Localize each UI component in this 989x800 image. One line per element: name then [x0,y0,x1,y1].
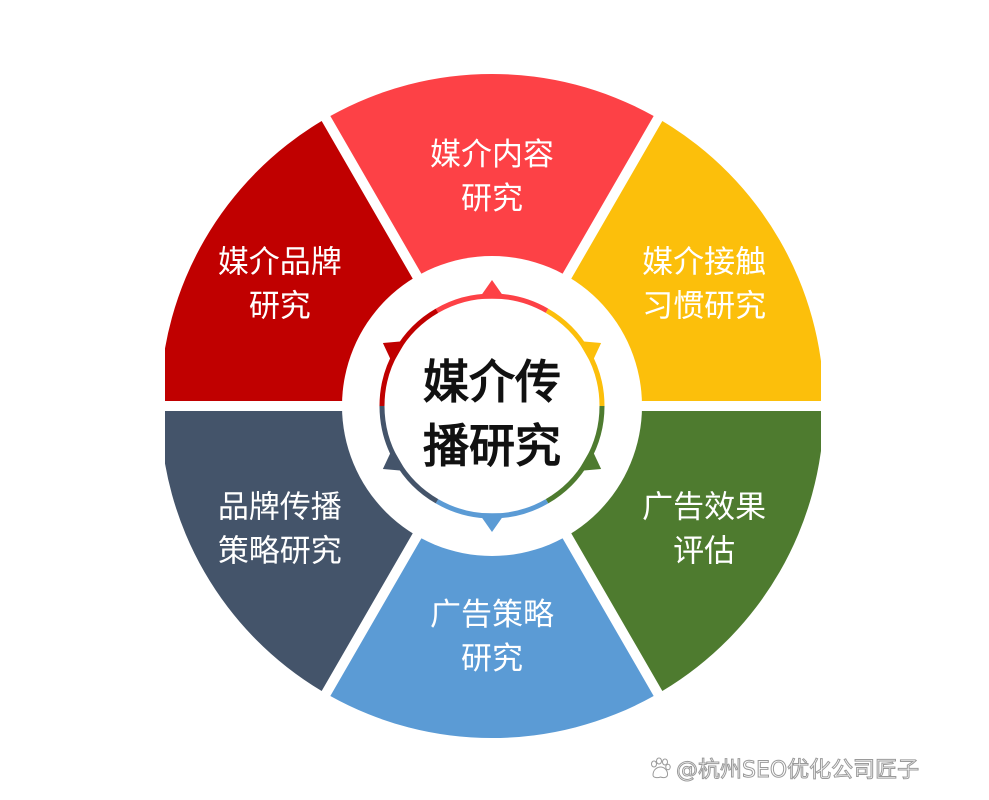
segment-lower-right [561,411,821,692]
segment-label-lower-left-line-1: 品牌传播 [218,490,342,526]
baidu-paw-icon [651,757,671,779]
segment-top [330,73,654,291]
arrow-icon-upper-left [382,341,406,364]
center-title-line-1: 媒介传 [423,355,561,409]
center-title-line-2: 播研究 [423,419,561,473]
segment-label-upper-right-line-1: 媒介接触 [642,245,766,281]
segment-bottom [330,521,654,739]
center-disk [342,256,642,556]
segment-label-bottom-line-1: 广告策略 [430,597,554,633]
arrow-icon-lower-right [578,448,602,471]
segment-lower-left [165,411,423,692]
arrow-icon-upper-right [578,341,602,364]
segment-label-lower-left-line-2: 策略研究 [218,534,342,570]
segment-upper-right [561,120,821,401]
segment-label-lower-right-line-1: 广告效果 [642,490,766,526]
segment-label-upper-left-line-1: 媒介品牌 [218,245,342,281]
segment-label-top-line-1: 媒介内容 [430,137,554,173]
arrow-icon-lower-left [382,448,406,471]
segment-label-upper-right-line-2: 习惯研究 [642,289,766,325]
watermark: @杭州SEO优化公司匠子 [648,752,920,784]
segment-label-upper-left-line-2: 研究 [249,289,311,325]
segment-label-lower-right-line-2: 评估 [673,534,735,570]
arrow-icon-bottom [478,513,506,532]
watermark-text: @杭州SEO优化公司匠子 [675,758,920,784]
segment-label-bottom-line-2: 研究 [461,641,523,677]
segment-upper-left [165,120,423,401]
segment-label-top-line-2: 研究 [461,181,523,217]
arrow-icon-top [478,280,506,299]
center-title: 媒介传 播研究 [423,355,561,473]
